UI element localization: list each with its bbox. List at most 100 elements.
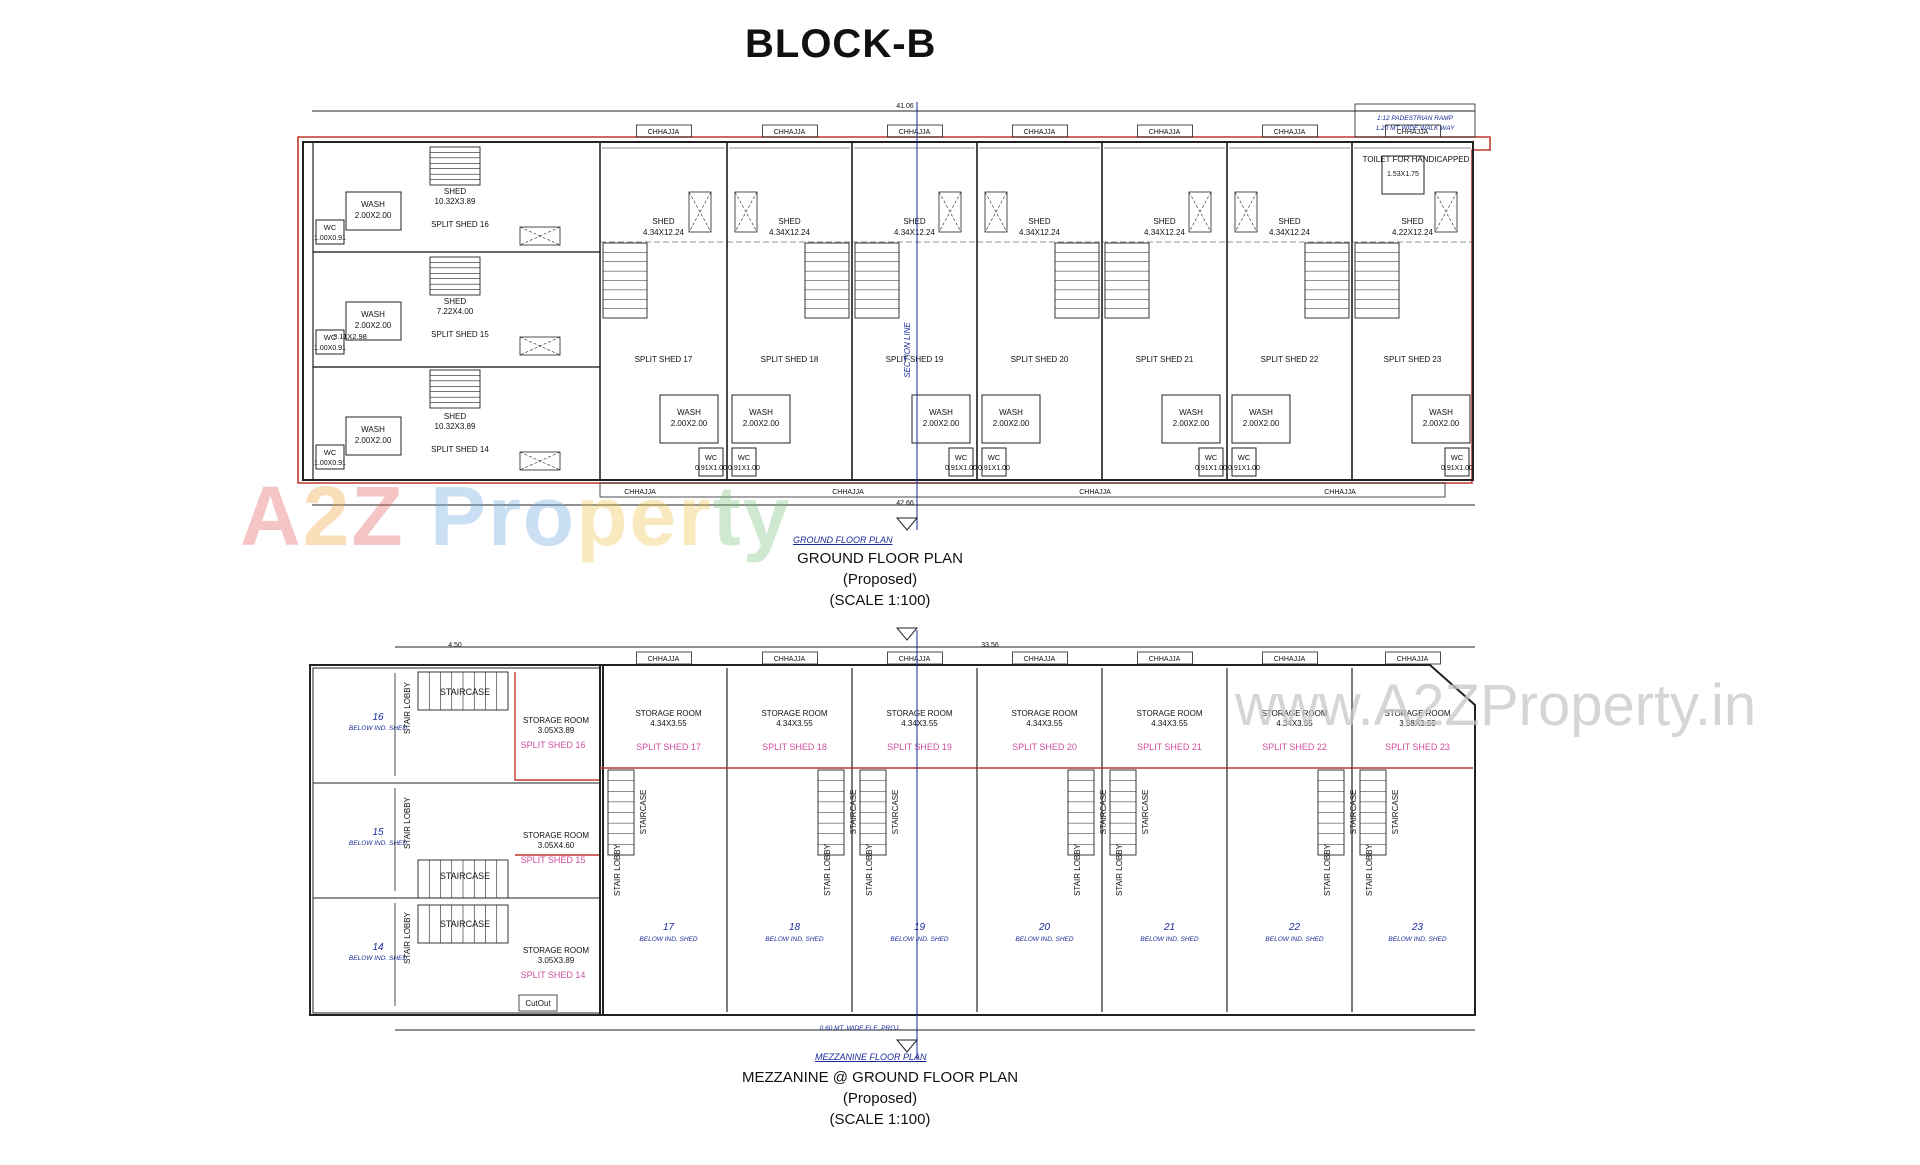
bay-17-shed: SHED (652, 217, 674, 226)
bay-20-chhajja-top-label: CHHAJJA (1024, 129, 1056, 136)
bay-18-split: SPLIT SHED 18 (761, 355, 819, 364)
bay-21-wash-dim: 2.00X2.00 (1173, 419, 1210, 428)
ground-chhajja-bottom-label-2: CHHAJJA (1079, 489, 1111, 496)
bay-20-chhajja-top (1012, 124, 1068, 138)
section-marker-mezz-top (895, 627, 919, 641)
bay-19-dim: 4.34X12.24 (894, 228, 935, 237)
mezz-unit-dim-14: 3.05X3.89 (538, 956, 575, 965)
bay-21-wc (1198, 447, 1224, 477)
mezz-stair-label-15: STAIRCASE (440, 871, 490, 881)
mezz-bay-18-lobby-label: STAIR LOBBY (823, 843, 832, 896)
bay-21-cutout (1188, 191, 1212, 233)
mezz-bay-21-num: 21 (1163, 922, 1175, 933)
left-cutout-15 (519, 336, 561, 356)
mezz-plan-caption: MEZZANINE @ GROUND FLOOR PLAN (Proposed)… (720, 1067, 1040, 1130)
left-wash-dim-16: 2.00X2.00 (355, 211, 392, 220)
bay-21-chhajja-top (1137, 124, 1193, 138)
mezz-left-lobby-15: STAIR LOBBY (403, 796, 412, 849)
bay-19-chhajja-top (887, 124, 943, 138)
bay-20-wash (981, 394, 1041, 444)
handicap-toilet (1381, 155, 1425, 195)
mezz-dim-left-label: 4.50 (448, 642, 462, 649)
mezz-unit-dim-15: 3.05X4.60 (538, 841, 575, 850)
mezz-bay-20-room: STORAGE ROOM (1011, 709, 1077, 718)
bay-18-wash-dim: 2.00X2.00 (743, 419, 780, 428)
bay-18-chhajja-top (762, 124, 818, 138)
mezz-plan-proposed: (Proposed) (842, 1090, 918, 1107)
mezz-unit-split-14: SPLIT SHED 14 (521, 970, 586, 980)
handicap-toilet-dim: 1.53X1.75 (1387, 171, 1419, 178)
mezz-cutout-14 (518, 994, 558, 1012)
left-cutout-14 (519, 451, 561, 471)
mezz-bay-22-chhajja-label: CHHAJJA (1274, 656, 1306, 663)
bay-17-wash-label: WASH (677, 408, 701, 417)
bay-18-shed: SHED (778, 217, 800, 226)
mezz-dim-top-label: 33.56 (981, 642, 999, 649)
left-wash-dim-15: 2.00X2.00 (355, 321, 392, 330)
left-wc-label-15: WC (324, 333, 337, 342)
mezz-unit-room-15: STORAGE ROOM (523, 831, 589, 840)
mezz-left-outline (309, 664, 604, 1016)
ramp-label-1: 1:12 PADESTRIAN RAMP (1377, 115, 1454, 122)
bay-23-wc-label: WC (1451, 453, 1464, 462)
left-shed-name-14: SHED (444, 412, 466, 421)
mezz-bay-22-lobby-label: STAIR LOBBY (1323, 843, 1332, 896)
left-wc-dim-16: 1.00X0.91 (314, 235, 346, 242)
mezz-bay-23-chhajja-label: CHHAJJA (1397, 656, 1429, 663)
mezz-bay-21-lobby-label: STAIR LOBBY (1115, 843, 1124, 896)
mezz-bay-17-split: SPLIT SHED 17 (636, 742, 701, 752)
bay-22-chhajja-top (1262, 124, 1318, 138)
bay-20-wc (981, 447, 1007, 477)
bay-21-wash-label: WASH (1179, 408, 1203, 417)
mezz-bay-22-stair-label: STAIRCASE (1349, 790, 1358, 835)
bay-21-chhajja-top-label: CHHAJJA (1149, 129, 1181, 136)
bay-17-wash-dim: 2.00X2.00 (671, 419, 708, 428)
mezz-unit-room-16: STORAGE ROOM (523, 716, 589, 725)
left-split-label-16: SPLIT SHED 16 (431, 220, 489, 229)
bay-21-wc-label: WC (1205, 453, 1218, 462)
mezz-bay-20-num: 20 (1038, 922, 1051, 933)
mezz-plan-title: MEZZANINE @ GROUND FLOOR PLAN (741, 1069, 1019, 1086)
bay-19-cutout-x2 (938, 191, 962, 233)
mezz-bay-18-chhajja-label: CHHAJJA (774, 656, 806, 663)
mezz-bay-17-lobby-label: STAIR LOBBY (613, 843, 622, 896)
bay-19-split: SPLIT SHED 19 (886, 355, 944, 364)
bay-20-wc-label: WC (988, 453, 1001, 462)
mezz-bay-17-dim: 4.34X3.55 (650, 719, 687, 728)
bay-23-chhajja-top-label: CHHAJJA (1397, 129, 1429, 136)
ground-plan-caption: GROUND FLOOR PLAN (Proposed) (SCALE 1:10… (760, 548, 1000, 611)
mezz-bay-19-stair-label: STAIRCASE (891, 790, 900, 835)
a2z-property-watermark-logo: A2Z Property (240, 469, 792, 563)
left-cutout-16-x2 (519, 226, 561, 246)
mezz-bay-20-chhajja-label: CHHAJJA (1024, 656, 1056, 663)
bay-18-wc-dim: 0.91X1.00 (728, 465, 760, 472)
bay-23-shed: SHED (1401, 217, 1423, 226)
left-wc-label-14: WC (324, 448, 337, 457)
bay-19-wc-dim: 0.91X1.00 (945, 465, 977, 472)
mezz-bay-19-chhajja (887, 651, 943, 665)
mezz-bay-21-chhajja (1137, 651, 1193, 665)
bay-20-wc-dim: 0.91X1.00 (978, 465, 1010, 472)
mezz-bay-23-below: BELOW IND. SHED (1388, 936, 1446, 943)
mezz-bay-21-below: BELOW IND. SHED (1140, 936, 1198, 943)
ground-chhajja-bottom-label-1: CHHAJJA (832, 489, 864, 496)
building-outline-ground (302, 141, 1474, 481)
ground-chhajja-bottom-label-3: CHHAJJA (1324, 489, 1356, 496)
mezz-bay-17-room: STORAGE ROOM (635, 709, 701, 718)
bay-18-dim: 4.34X12.24 (769, 228, 810, 237)
section-marker-mezz (895, 1039, 919, 1053)
left-wash-16 (345, 191, 402, 231)
left-shed-dim-15: 7.22X4.00 (437, 307, 474, 316)
bay-19-wash-dim: 2.00X2.00 (923, 419, 960, 428)
bay-23-wash-dim: 2.00X2.00 (1423, 419, 1460, 428)
bay-21-dim: 4.34X12.24 (1144, 228, 1185, 237)
bay-19-wash-label: WASH (929, 408, 953, 417)
bay-21-split: SPLIT SHED 21 (1136, 355, 1194, 364)
mezz-bay-23-num: 23 (1411, 922, 1424, 933)
bay-20-wash-dim: 2.00X2.00 (993, 419, 1030, 428)
mezz-bay-20-lobby-label: STAIR LOBBY (1073, 843, 1082, 896)
bay-22-wc-label: WC (1238, 453, 1251, 462)
mezz-unit-num-15: 15 (372, 827, 384, 838)
bay-20-cutout-x2 (984, 191, 1008, 233)
left-split-label-15: SPLIT SHED 15 (431, 330, 489, 339)
